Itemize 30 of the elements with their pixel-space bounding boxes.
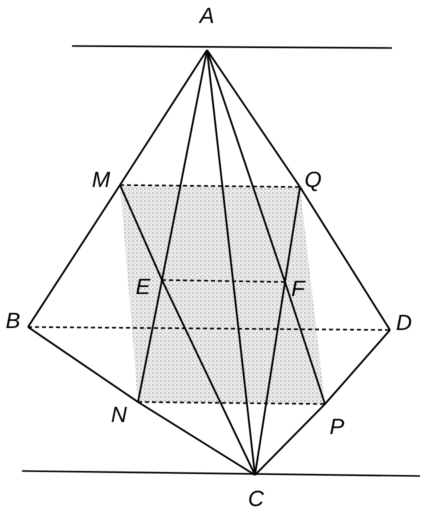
- point-label: F: [291, 278, 305, 300]
- line-segment: [206, 50, 286, 282]
- dashed-segment: [138, 401, 325, 405]
- line-segment: [206, 50, 301, 188]
- line-segment: [254, 282, 286, 476]
- point-label: E: [136, 276, 150, 298]
- line-segment: [27, 184, 121, 328]
- point-label: A: [200, 5, 214, 27]
- line-segment: [138, 401, 256, 476]
- line-segment: [324, 329, 391, 405]
- line-segment: [284, 282, 326, 404]
- point-label: B: [6, 310, 20, 332]
- line-segment: [119, 50, 208, 186]
- line-segment: [254, 403, 326, 476]
- line-segment: [161, 50, 208, 280]
- line-segment: [119, 184, 163, 280]
- line-segment: [161, 280, 256, 476]
- point-label: C: [248, 488, 264, 510]
- dashed-segment: [28, 326, 390, 331]
- point-label: M: [92, 169, 110, 191]
- point-label: P: [330, 416, 344, 438]
- dashed-segment: [162, 279, 286, 283]
- line-segment: [284, 186, 301, 282]
- point-label: D: [396, 312, 412, 334]
- line-segment: [28, 326, 138, 403]
- point-label: N: [111, 404, 127, 426]
- line-segment: [137, 280, 163, 402]
- line-segment: [299, 186, 391, 330]
- point-label: Q: [304, 169, 322, 191]
- dashed-segment: [120, 184, 300, 188]
